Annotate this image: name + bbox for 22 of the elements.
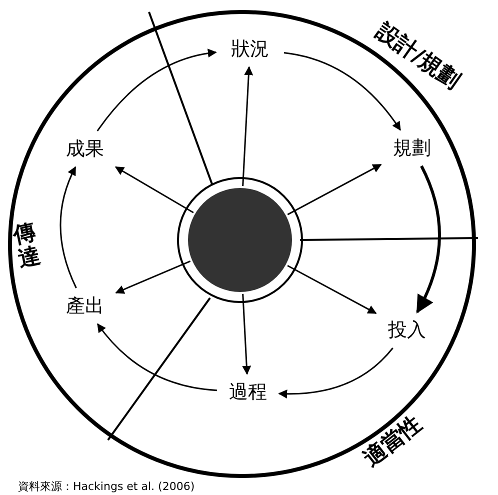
stage-label: 成果 — [58, 135, 112, 163]
stage-label: 投入 — [380, 316, 434, 344]
caption: 資料來源：Hackings et al. (2006) — [18, 479, 195, 495]
arrow — [287, 264, 377, 314]
arrow — [278, 348, 394, 398]
stage-label: 產出 — [58, 292, 112, 320]
stage-label: 規劃 — [385, 134, 439, 162]
arrow — [242, 294, 252, 375]
region-label: 設計/規劃 — [370, 18, 466, 96]
arrow — [115, 260, 191, 294]
stage-label: 狀況 — [220, 35, 280, 63]
arrow — [416, 165, 441, 314]
arrow — [114, 166, 194, 214]
arrow — [284, 52, 401, 131]
stage-label: 過程 — [221, 378, 275, 406]
arrow — [97, 323, 218, 392]
arrow — [242, 66, 254, 186]
region-label: 傳達 — [11, 220, 44, 273]
arrow — [60, 166, 77, 288]
arrow — [287, 164, 382, 216]
region-label: 適當性 — [358, 410, 428, 474]
arrow — [96, 48, 217, 132]
